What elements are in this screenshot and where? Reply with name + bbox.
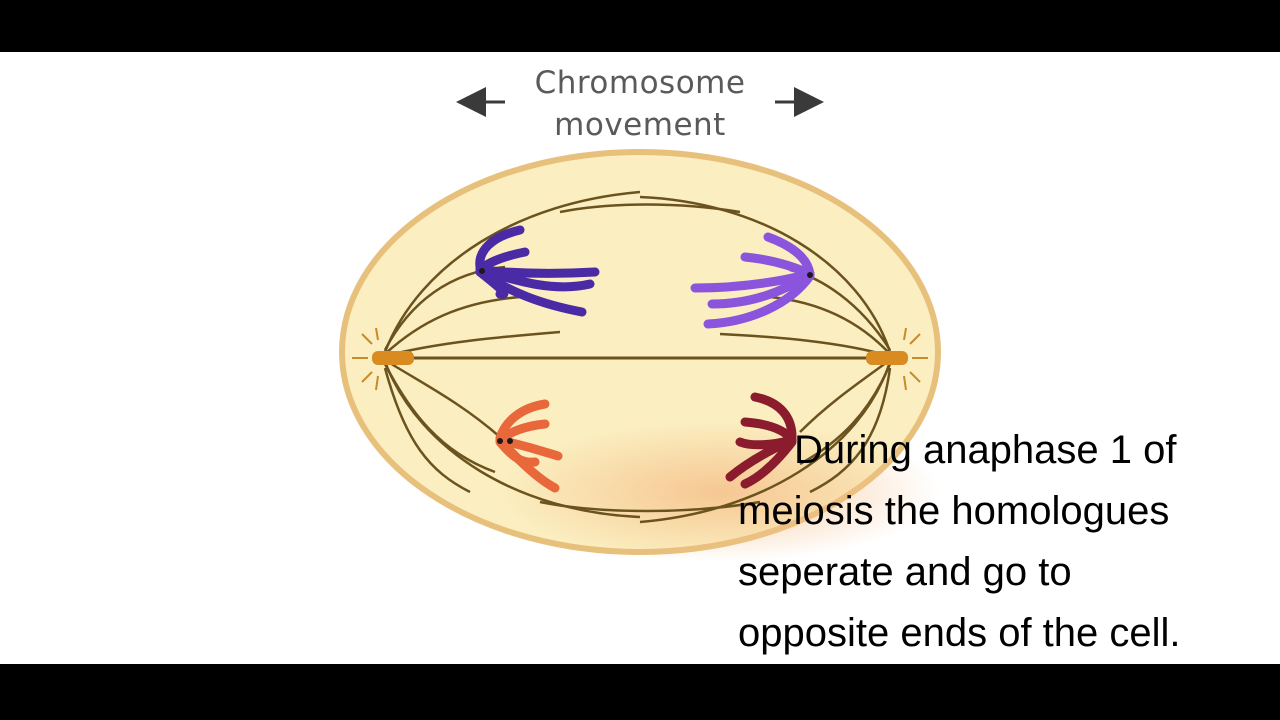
caption-line-4: opposite ends of the cell. xyxy=(738,611,1181,655)
chromosome-upper-right xyxy=(690,232,815,329)
centriole-right xyxy=(866,327,928,391)
label-line-1: Chromosome xyxy=(534,65,746,101)
chromosome-lower-left xyxy=(495,399,563,493)
slide-area: Chromosome movement During anaphase 1 of… xyxy=(0,52,1280,664)
centromeres xyxy=(479,268,813,444)
caption-line-3: seperate and go to xyxy=(738,550,1072,594)
label-line-2: movement xyxy=(554,107,726,143)
anaphase-diagram xyxy=(339,87,941,562)
cell-shading xyxy=(500,422,940,562)
caption-line-2: meiosis the homologues xyxy=(738,489,1170,533)
chromosome-movement-label: Chromosome movement xyxy=(470,62,810,146)
caption-line-1: During anaphase 1 of xyxy=(794,428,1177,472)
chromosome-lower-right xyxy=(725,392,797,489)
centriole-left xyxy=(352,327,414,391)
caption-text: During anaphase 1 of meiosis the homolog… xyxy=(738,420,1278,664)
